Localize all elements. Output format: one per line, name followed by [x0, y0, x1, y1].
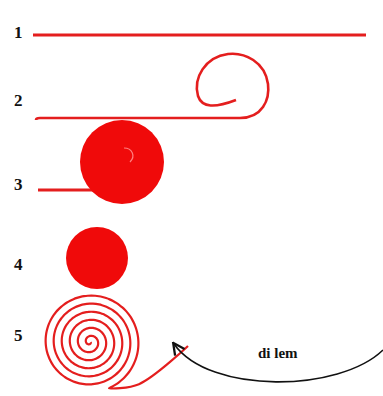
rolled-coil: [80, 120, 164, 204]
coil-highlight: [124, 148, 133, 162]
tight-coil: [66, 227, 128, 289]
rolling-strip: [36, 54, 268, 120]
glue-note: di lem: [258, 346, 298, 361]
paper-strip: [33, 34, 366, 37]
step-number: 5: [14, 327, 23, 344]
step-number: 2: [14, 92, 23, 109]
step-number: 3: [14, 176, 23, 193]
step-number: 1: [14, 24, 23, 41]
loose-spiral: [46, 296, 188, 389]
leader-arrow: [174, 344, 383, 382]
step-number: 4: [14, 256, 23, 273]
